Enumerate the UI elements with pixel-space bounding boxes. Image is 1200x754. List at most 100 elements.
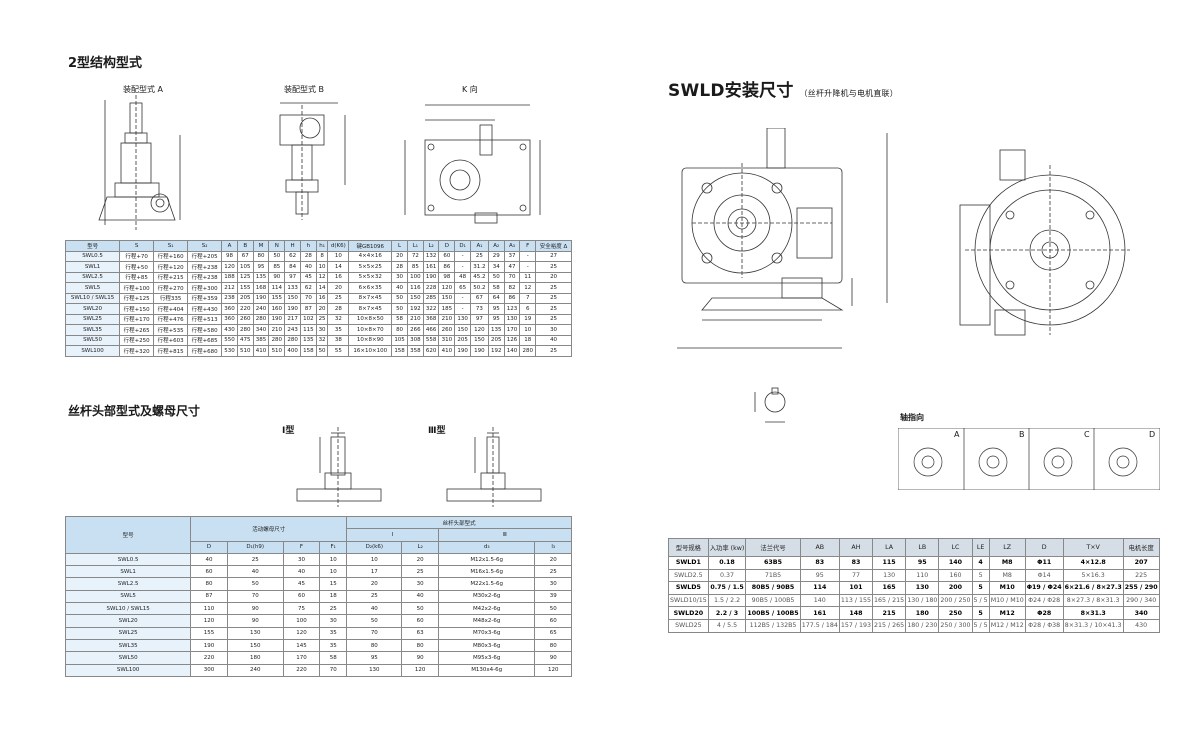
table-cell: 行程+170 — [119, 313, 155, 325]
table-cell: SWL35 — [64, 324, 121, 336]
table-header-cell: AB — [799, 538, 840, 557]
table-cell: 168 — [252, 282, 270, 294]
table-cell: 50 — [487, 271, 505, 283]
table-cell: 86 — [503, 292, 521, 304]
table-cell: 238 — [221, 292, 238, 304]
table-cell: - — [519, 261, 537, 273]
table-cell: 2.2 / 3 — [707, 606, 747, 620]
table-header-cell: LZ — [988, 538, 1026, 557]
table-cell: 38 — [327, 334, 350, 346]
table-header-cell: LA — [872, 538, 907, 557]
table-cell: 510 — [268, 345, 286, 357]
table-header-cell: A₃ — [503, 240, 521, 252]
table-cell: 192 — [487, 345, 505, 357]
table-cell: - — [519, 250, 537, 262]
table-cell: 20 — [315, 303, 329, 315]
table-cell: 行程+238 — [187, 261, 223, 273]
table-cell: 80B5 / 90B5 — [745, 581, 801, 595]
table-cell: 243 — [284, 324, 301, 336]
table-header-cell: N — [268, 240, 286, 252]
table-cell: 126 — [503, 334, 521, 346]
drawing-shaft-key — [745, 380, 805, 430]
drawing-swld-side — [935, 145, 1135, 340]
table-cell: 20 — [346, 577, 403, 591]
table-cell: 28 — [327, 303, 350, 315]
table-header-row: I Ⅲ — [66, 528, 573, 542]
table-cell: 0.18 — [707, 556, 747, 570]
table-cell: 行程+685 — [187, 334, 223, 346]
table-cell: Φ14 — [1024, 568, 1064, 583]
table-cell: 161 — [799, 606, 840, 620]
table-cell: 行程+300 — [187, 282, 223, 294]
table-cell: 行程+404 — [153, 303, 189, 315]
table-cell: 20 — [401, 552, 439, 567]
table-cell: 50 — [534, 602, 572, 616]
table-cell: 200 — [938, 581, 973, 595]
table-cell: 340 — [1122, 606, 1160, 620]
table-cell: 73 — [470, 303, 489, 315]
table-cell: 130 — [503, 313, 521, 325]
table-cell: 行程+513 — [187, 313, 223, 325]
table-cell: 97 — [470, 313, 489, 325]
table-cell: 90B5 / 100B5 — [745, 593, 801, 608]
table-cell: SWL35 — [64, 638, 192, 653]
table-cell: 70 — [299, 292, 317, 304]
table-header-cell: F — [282, 540, 321, 554]
table-cell: M8 — [988, 556, 1026, 570]
table-cell: 0.37 — [707, 568, 747, 583]
table-header-cell: B — [236, 240, 254, 252]
table-cell: 25 — [535, 303, 572, 315]
table-cell: SWL1 — [64, 565, 192, 579]
table-cell: 4×4×16 — [348, 250, 393, 262]
table-cell: SWL50 — [64, 334, 121, 346]
table-cell: 255 / 290 — [1122, 581, 1160, 595]
table-cell: SWL25 — [64, 313, 121, 325]
table-cell: 14 — [327, 261, 350, 273]
table-cell: 28 — [391, 261, 408, 273]
table-cell: M12 — [988, 606, 1026, 620]
section-title-screw-head: 丝杆头部型式及螺母尺寸 — [68, 404, 201, 418]
axis-view-label-d: D — [1149, 430, 1156, 439]
table-cell: 207 — [1122, 556, 1160, 570]
table-cell: 27 — [535, 250, 572, 262]
table-cell: 155 — [190, 626, 228, 640]
table-cell: 10×8×90 — [348, 334, 393, 346]
table-cell: M95x3-6g — [437, 651, 536, 665]
table-cell: 165 / 215 — [872, 593, 907, 608]
table-cell: 行程+70 — [119, 250, 155, 262]
table-cell: SWL100 — [64, 345, 121, 357]
header-group-nut: 活动螺母尺寸 — [190, 516, 348, 542]
table-cell: M22x1.5-6g — [437, 577, 536, 591]
drawing-screw-head-type1 — [295, 425, 385, 510]
table-cell: 行程+120 — [153, 261, 189, 273]
drawing-assembly-a — [85, 95, 195, 235]
table-cell: SWL10 / SWL15 — [64, 602, 192, 616]
table-cell: 20 — [391, 250, 408, 262]
section-title-structure: 2型结构型式 — [68, 56, 143, 71]
table-cell: 80 — [252, 250, 270, 262]
table-cell: 25 — [535, 313, 572, 325]
table-cell: 14 — [315, 282, 329, 294]
table-cell: 5×5×25 — [348, 261, 393, 273]
table-cell: SWL20 — [64, 614, 192, 628]
table-cell: 10×8×70 — [348, 324, 393, 336]
table-cell: 83 — [799, 556, 840, 570]
table-cell: 5 — [971, 568, 990, 583]
table-cell: 165 — [872, 581, 907, 595]
table-cell: SWL5 — [64, 282, 121, 294]
table-cell: 466 — [422, 324, 440, 336]
table-cell: 430 — [221, 324, 238, 336]
table-header-cell: S₂ — [187, 240, 223, 252]
table-header-cell: T×V — [1062, 538, 1124, 557]
table-cell: 75 — [282, 602, 321, 616]
table-cell: 5 — [971, 581, 990, 595]
table-cell: 10 — [519, 324, 537, 336]
table-cell: 30 — [401, 577, 439, 591]
